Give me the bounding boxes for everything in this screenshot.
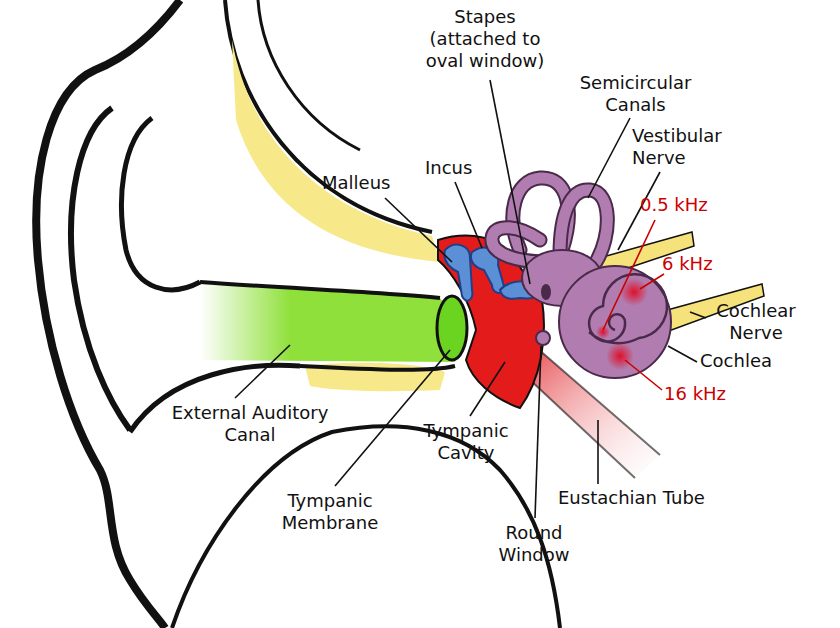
frequency-label: 6 kHz <box>662 253 713 275</box>
part-label: Cochlea <box>700 350 772 372</box>
part-label: Stapes (attached to oval window) <box>415 6 555 72</box>
part-label: Tympanic Membrane <box>270 490 390 534</box>
part-label: External Auditory Canal <box>170 402 330 446</box>
part-label: Round Window <box>488 522 580 566</box>
part-label: Semicircular Canals <box>568 72 703 116</box>
part-label: Incus <box>425 157 472 179</box>
part-label: Tympanic Cavity <box>410 420 522 464</box>
part-label: Vestibular Nerve <box>632 125 750 169</box>
part-label: Eustachian Tube <box>558 487 705 509</box>
frequency-label: 0.5 kHz <box>640 194 708 216</box>
frequency-label: 16 kHz <box>664 383 726 405</box>
part-label: Malleus <box>322 172 390 194</box>
part-label: Cochlear Nerve <box>704 300 808 344</box>
